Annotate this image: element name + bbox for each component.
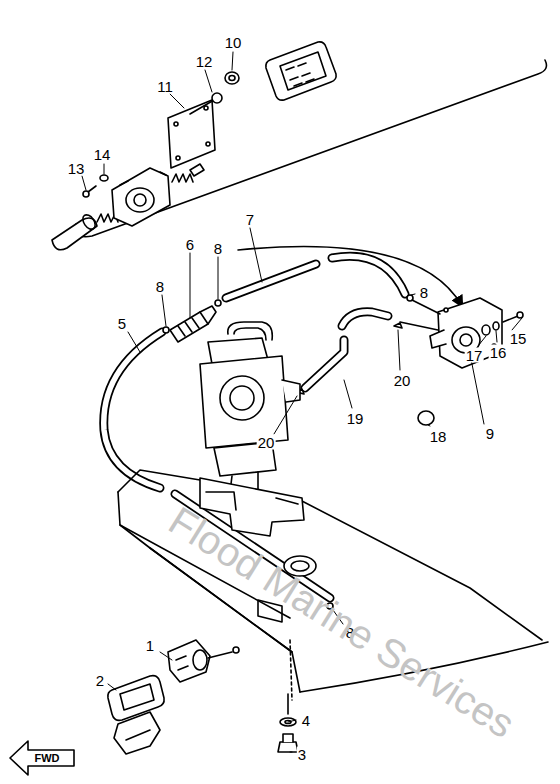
callout-number: 16	[489, 345, 508, 360]
callout-number: 12	[195, 54, 214, 69]
callout-number: 2	[95, 673, 105, 688]
fuel-filter	[170, 306, 216, 342]
watermark: Flood Marine Services	[163, 500, 522, 745]
callout-number: 8	[213, 241, 223, 256]
callout-number: 19	[346, 411, 365, 426]
callout-number: 4	[301, 713, 311, 728]
callout-number: 14	[93, 147, 112, 162]
pump-exploded	[52, 42, 336, 250]
callout-number: 15	[509, 331, 528, 346]
direction-label: FWD	[34, 753, 59, 764]
hose-clamps	[163, 295, 413, 609]
callout-number: 20	[393, 373, 412, 388]
leader-lines	[82, 52, 522, 752]
callout-number: 18	[429, 429, 448, 444]
callout-number: 11	[156, 79, 174, 94]
callout-number: 6	[185, 237, 195, 252]
callout-number: 7	[245, 212, 255, 227]
forward-arrow	[10, 741, 74, 775]
callout-number: 1	[145, 638, 155, 653]
fuel-pump	[400, 298, 523, 425]
callout-number: 20	[257, 435, 276, 450]
callout-number: 8	[419, 285, 429, 300]
callout-number: 10	[224, 35, 243, 50]
carburetor	[200, 322, 300, 492]
callout-number: 9	[485, 426, 495, 441]
callout-number: 5	[117, 316, 127, 331]
bolt-washer	[278, 694, 298, 752]
callout-number: 3	[297, 747, 307, 762]
callout-number: 13	[67, 161, 86, 176]
callout-number: 8	[155, 279, 165, 294]
fuel-connector	[108, 640, 239, 754]
callout-number: 17	[465, 348, 484, 363]
